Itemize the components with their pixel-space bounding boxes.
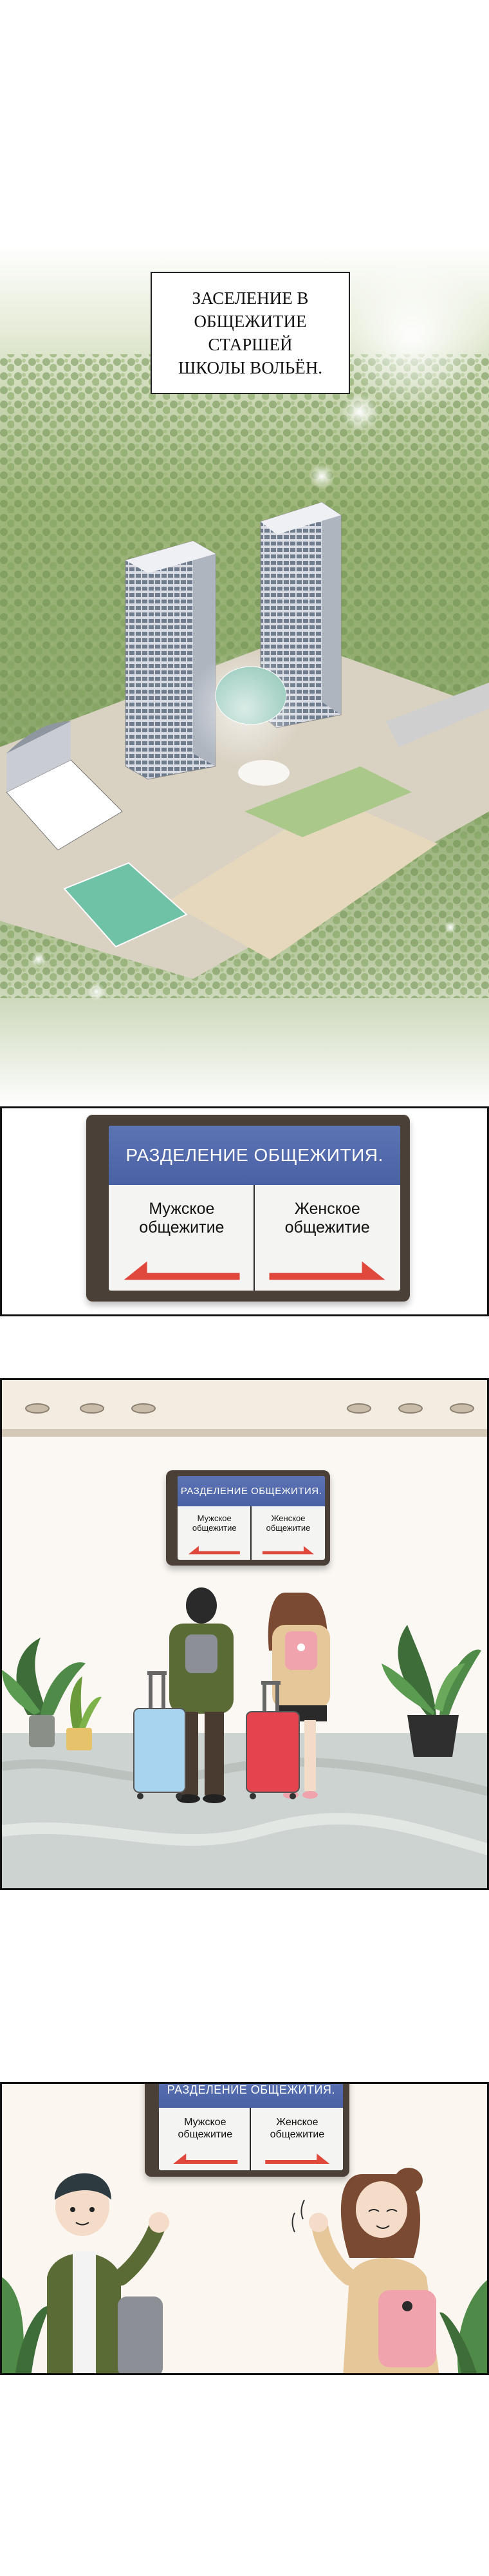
- sign-female-section: Женское общежитие: [253, 1185, 400, 1291]
- potted-plant-small: [66, 1676, 102, 1750]
- gymnasium: [6, 759, 123, 851]
- narration-caption-box: ЗАСЕЛЕНИЕ В ОБЩЕЖИТИЕ СТАРШЕЙ ШКОЛЫ ВОЛЬ…: [151, 272, 350, 394]
- arrow-left-icon: [189, 1546, 241, 1555]
- sign-female-section-cropped: Женское общежитие: [250, 2107, 343, 2170]
- red-suitcase: [246, 1681, 300, 1799]
- sign-header: РАЗДЕЛЕНИЕ ОБЩЕЖИТИЯ.: [109, 1126, 400, 1186]
- sign-male-section-cropped: Мужское общежитие: [159, 2108, 251, 2170]
- potted-plant-right: [382, 1625, 481, 1757]
- boy-student-back: [169, 1587, 234, 1803]
- arrow-right-icon: [269, 1261, 385, 1280]
- ceiling-lights: [25, 1403, 474, 1414]
- girl-student-back: [268, 1593, 330, 1799]
- waving-panel: РАЗДЕЛЕНИЕ ОБЩЕЖИТИЯ. Мужское общежитие …: [0, 2082, 489, 2375]
- female-dorm-label-cropped: Женское общежитие: [270, 2117, 325, 2141]
- girl-student-waving: [291, 2168, 439, 2373]
- male-dorm-label-cropped: Мужское общежитие: [178, 2117, 233, 2141]
- narration-caption-text: ЗАСЕЛЕНИЕ В ОБЩЕЖИТИЕ СТАРШЕЙ ШКОЛЫ ВОЛЬ…: [178, 289, 323, 377]
- dorm-sign-hallway: РАЗДЕЛЕНИЕ ОБЩЕЖИТИЯ. Мужское общежитие …: [166, 1470, 330, 1566]
- dorm-sign-cropped: РАЗДЕЛЕНИЕ ОБЩЕЖИТИЯ. Мужское общежитие …: [145, 2084, 349, 2177]
- arrow-right-icon: [264, 2153, 329, 2164]
- arrow-left-icon: [172, 2153, 237, 2164]
- waving-background: [2, 2084, 487, 2373]
- male-dorm-label-hallway: Мужское общежитие: [192, 1513, 237, 1533]
- arrow-right-icon: [262, 1546, 314, 1555]
- marble-floor: [2, 1733, 487, 1888]
- dorm-sign-large: РАЗДЕЛЕНИЕ ОБЩЕЖИТИЯ. Мужское общежитие …: [86, 1115, 410, 1302]
- aerial-campus-panel: ЗАСЕЛЕНИЕ В ОБЩЕЖИТИЕ СТАРШЕЙ ШКОЛЫ ВОЛЬ…: [0, 245, 489, 1108]
- potted-plant-left: [2, 1638, 86, 1747]
- sign-male-section: Мужское общежитие: [109, 1185, 254, 1290]
- arrow-left-icon: [124, 1261, 240, 1280]
- female-dorm-label-hallway: Женское общежитие: [266, 1513, 311, 1533]
- female-dorm-label: Женское общежитие: [284, 1200, 370, 1237]
- sign-male-section-hallway: Мужское общежитие: [178, 1506, 252, 1560]
- hallway-panel: РАЗДЕЛЕНИЕ ОБЩЕЖИТИЯ. Мужское общежитие …: [0, 1378, 489, 1890]
- hallway-background: [2, 1380, 487, 1888]
- basketball-court: [64, 863, 187, 947]
- sign-header-hallway: РАЗДЕЛЕНИЕ ОБЩЕЖИТИЯ.: [177, 1475, 326, 1506]
- male-dorm-label: Мужское общежитие: [139, 1200, 225, 1237]
- sports-field: [167, 799, 438, 960]
- sign-header-cropped: РАЗДЕЛЕНИЕ ОБЩЕЖИТИЯ.: [159, 2084, 344, 2108]
- boy-student-waving: [47, 2173, 169, 2373]
- dorm-sign-panel: РАЗДЕЛЕНИЕ ОБЩЕЖИТИЯ. Мужское общежитие …: [0, 1106, 489, 1316]
- blue-suitcase: [133, 1671, 186, 1799]
- sign-female-section-hallway: Женское общежитие: [250, 1506, 326, 1560]
